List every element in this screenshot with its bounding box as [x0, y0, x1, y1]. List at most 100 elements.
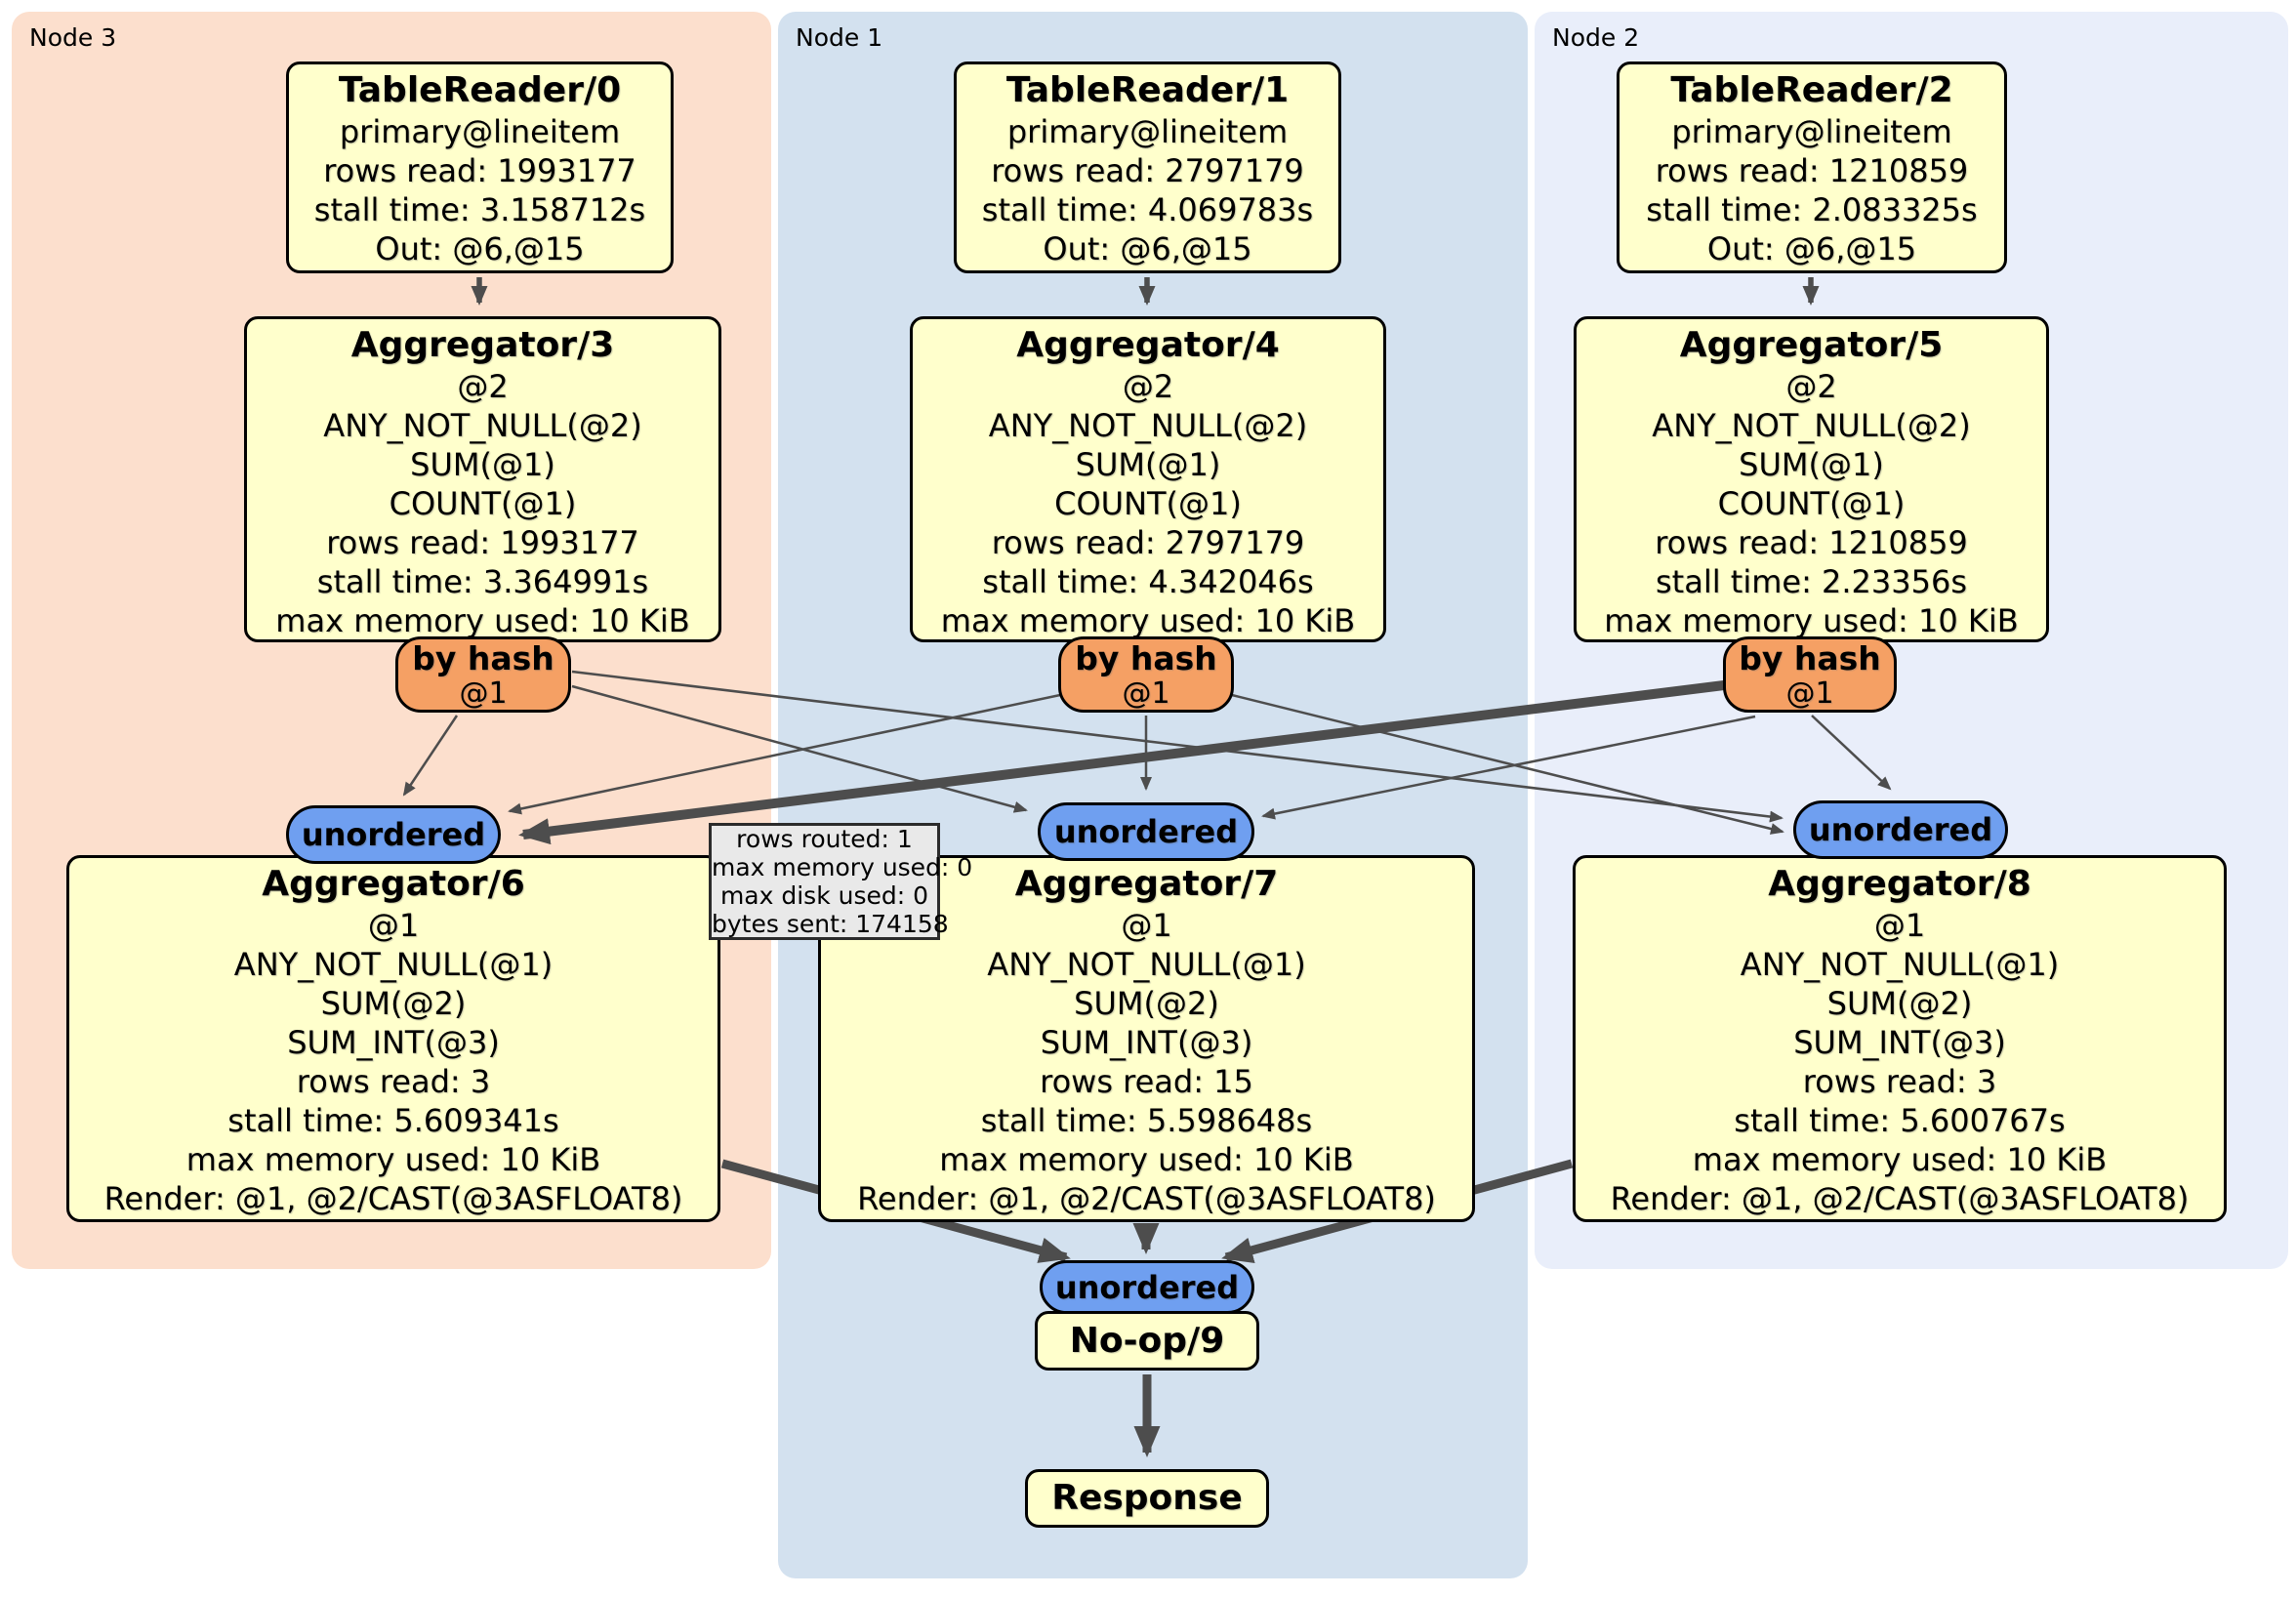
- tooltip-line: bytes sent: 174158: [712, 910, 949, 938]
- node-title: Aggregator/4: [1016, 325, 1280, 365]
- node-detail: SUM(@2): [320, 985, 467, 1022]
- stream-unordered-node1: unordered: [1038, 802, 1254, 861]
- node-detail: Render: @1, @2/CAST(@3ASFLOAT8): [103, 1180, 683, 1217]
- node-detail: stall time: 4.069783s: [981, 191, 1314, 228]
- node-detail: @2: [457, 368, 509, 405]
- node-detail: max memory used: 10 KiB: [1604, 602, 2019, 639]
- plan-node-aggregator-3: Aggregator/3 @2 ANY_NOT_NULL(@2) SUM(@1)…: [244, 316, 721, 642]
- edge-router3-stream-n3[interactable]: [402, 715, 459, 797]
- node-detail: ANY_NOT_NULL(@2): [988, 407, 1308, 444]
- node-detail: Render: @1, @2/CAST(@3ASFLOAT8): [857, 1180, 1436, 1217]
- router-label: by hash: [412, 638, 554, 677]
- node-detail: Out: @6,@15: [1706, 230, 1917, 267]
- node-detail: SUM_INT(@3): [287, 1024, 500, 1061]
- router-label: by hash: [1739, 638, 1881, 677]
- node-detail: max memory used: 10 KiB: [185, 1141, 601, 1178]
- node-detail: Render: @1, @2/CAST(@3ASFLOAT8): [1610, 1180, 2190, 1217]
- node-detail: SUM_INT(@3): [1040, 1024, 1253, 1061]
- node-detail: stall time: 2.23356s: [1655, 563, 1968, 600]
- node-detail: ANY_NOT_NULL(@2): [1652, 407, 1971, 444]
- stream-unordered-node3: unordered: [286, 805, 501, 864]
- node-detail: ANY_NOT_NULL(@2): [323, 407, 642, 444]
- node-title: Aggregator/6: [262, 864, 525, 904]
- node-detail: Out: @6,@15: [1043, 230, 1252, 267]
- edge-router4-stream-n3[interactable]: [508, 693, 1061, 815]
- node-detail: max memory used: 10 KiB: [940, 602, 1356, 639]
- router-key: @1: [1122, 676, 1170, 711]
- edge-router5-stream-n2[interactable]: [1811, 715, 1892, 791]
- node-detail: stall time: 4.342046s: [982, 563, 1314, 600]
- plan-node-aggregator-6: Aggregator/6 @1 ANY_NOT_NULL(@1) SUM(@2)…: [66, 855, 720, 1222]
- node-detail: stall time: 5.609341s: [227, 1102, 559, 1139]
- plan-node-aggregator-8: Aggregator/8 @1 ANY_NOT_NULL(@1) SUM(@2)…: [1573, 855, 2227, 1222]
- node-detail: ANY_NOT_NULL(@1): [233, 946, 554, 983]
- edge-router4-stream-n2[interactable]: [1231, 693, 1784, 835]
- edge-router3-stream-n1[interactable]: [571, 684, 1028, 813]
- node-detail: ANY_NOT_NULL(@1): [1740, 946, 2060, 983]
- edge-router5-stream-n3-hot[interactable]: [518, 680, 1725, 845]
- plan-node-tablereader-2: TableReader/2 primary@lineitem rows read…: [1617, 61, 2007, 273]
- node-title: Aggregator/7: [1014, 864, 1279, 904]
- router-key: @1: [1785, 676, 1834, 711]
- node-detail: max memory used: 10 KiB: [939, 1141, 1354, 1178]
- node-detail: rows read: 15: [1040, 1063, 1253, 1100]
- node-detail: rows read: 1993177: [323, 152, 636, 189]
- node-detail: rows read: 2797179: [991, 524, 1305, 561]
- node-detail: @1: [1121, 907, 1172, 944]
- node-detail: rows read: 1210859: [1655, 152, 1969, 189]
- router-by-hash-node3: by hash @1: [395, 636, 571, 713]
- stream-unordered-node2: unordered: [1793, 800, 2008, 859]
- plan-node-response: Response: [1025, 1469, 1269, 1528]
- panel-node-2-label: Node 2: [1552, 23, 1640, 52]
- node-detail: COUNT(@1): [1054, 485, 1242, 522]
- node-title: Aggregator/3: [350, 325, 615, 365]
- plan-node-tablereader-1: TableReader/1 primary@lineitem rows read…: [954, 61, 1341, 273]
- node-detail: rows read: 1210859: [1655, 524, 1968, 561]
- node-detail: stall time: 2.083325s: [1646, 191, 1978, 228]
- tooltip-line: max disk used: 0: [719, 881, 929, 910]
- node-detail: SUM(@1): [1739, 446, 1884, 483]
- router-label: by hash: [1075, 638, 1217, 677]
- stream-unordered-final: unordered: [1040, 1260, 1254, 1314]
- node-detail: ANY_NOT_NULL(@1): [987, 946, 1306, 983]
- node-title: Aggregator/8: [1768, 864, 2031, 904]
- tooltip-line: rows routed: 1: [736, 825, 913, 853]
- node-detail: @2: [1122, 368, 1174, 405]
- panel-node-1-label: Node 1: [796, 23, 883, 52]
- edge-stats-tooltip: rows routed: 1 max memory used: 0 max di…: [709, 823, 973, 940]
- node-title: Response: [1051, 1478, 1243, 1518]
- panel-node-3-label: Node 3: [29, 23, 117, 52]
- node-detail: rows read: 1993177: [326, 524, 639, 561]
- router-by-hash-node2: by hash @1: [1723, 636, 1897, 713]
- node-detail: stall time: 5.600767s: [1734, 1102, 2066, 1139]
- plan-node-noop-9: No-op/9: [1035, 1311, 1259, 1371]
- node-detail: rows read: 3: [1802, 1063, 1997, 1100]
- tooltip-line: max memory used: 0: [712, 853, 973, 881]
- node-title: Aggregator/5: [1679, 325, 1944, 365]
- node-detail: stall time: 3.364991s: [316, 563, 649, 600]
- node-detail: primary@lineitem: [339, 113, 621, 150]
- node-title: TableReader/0: [338, 70, 622, 110]
- plan-node-aggregator-7: Aggregator/7 @1 ANY_NOT_NULL(@1) SUM(@2)…: [818, 855, 1475, 1222]
- node-detail: @2: [1785, 368, 1837, 405]
- node-title: TableReader/1: [1005, 70, 1290, 110]
- node-detail: rows read: 3: [296, 1063, 491, 1100]
- edge-router5-stream-n1[interactable]: [1261, 715, 1756, 820]
- node-detail: primary@lineitem: [1006, 113, 1289, 150]
- router-key: @1: [459, 676, 508, 711]
- node-detail: rows read: 2797179: [991, 152, 1304, 189]
- node-detail: stall time: 3.158712s: [313, 191, 646, 228]
- plan-node-tablereader-0: TableReader/0 primary@lineitem rows read…: [286, 61, 674, 273]
- node-detail: SUM_INT(@3): [1793, 1024, 2006, 1061]
- node-detail: max memory used: 10 KiB: [275, 602, 690, 639]
- node-detail: max memory used: 10 KiB: [1692, 1141, 2108, 1178]
- node-title: TableReader/2: [1670, 70, 1953, 110]
- node-detail: SUM(@1): [410, 446, 555, 483]
- router-by-hash-node1: by hash @1: [1058, 636, 1234, 713]
- node-detail: @1: [1873, 907, 1926, 944]
- node-title: No-op/9: [1069, 1320, 1225, 1361]
- plan-node-aggregator-5: Aggregator/5 @2 ANY_NOT_NULL(@2) SUM(@1)…: [1574, 316, 2049, 642]
- node-detail: stall time: 5.598648s: [980, 1102, 1313, 1139]
- edge-router3-stream-n2[interactable]: [571, 670, 1784, 823]
- node-detail: primary@lineitem: [1671, 113, 1952, 150]
